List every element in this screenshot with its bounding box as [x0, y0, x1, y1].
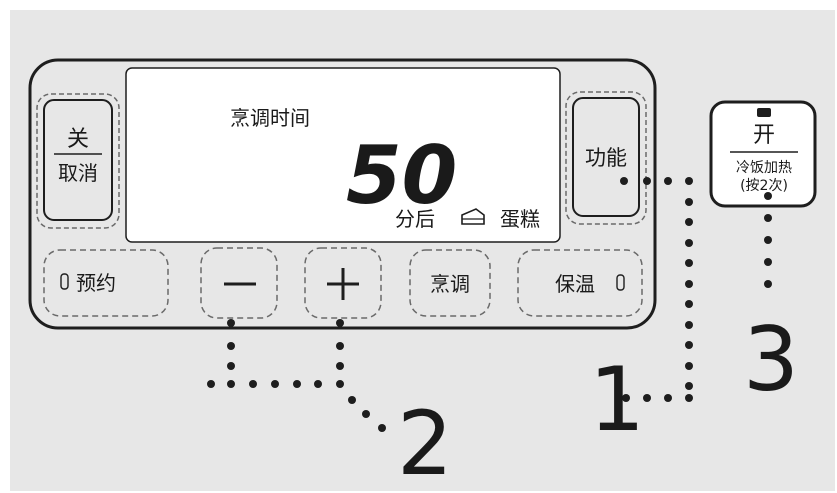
callout-number-1: 1 [589, 348, 645, 451]
callout-number-3: 3 [743, 308, 799, 411]
plus-button[interactable] [304, 247, 382, 319]
function-button[interactable]: 功能 [565, 91, 647, 225]
callout-lines [207, 177, 772, 432]
keep-warm-indicator-light [616, 274, 625, 291]
mode-label: 蛋糕 [500, 207, 540, 231]
start-indicator-light [757, 108, 771, 117]
start-button-label: 开 [753, 123, 775, 148]
cancel-button[interactable]: 关 取消 [36, 93, 120, 229]
reserve-button[interactable]: 预约 [43, 249, 169, 317]
start-button[interactable]: 开 冷饭加热 (按2次) [709, 100, 817, 208]
keep-warm-button[interactable]: 保温 [517, 249, 643, 317]
reserve-button-label: 预约 [76, 271, 116, 295]
function-button-label: 功能 [585, 146, 627, 170]
time-value: 50 [346, 129, 457, 222]
lcd-display [125, 67, 561, 243]
cake-icon [461, 208, 485, 225]
press-twice-label: (按2次) [740, 178, 788, 194]
minutes-after-label: 分后 [395, 207, 435, 231]
cook-time-label: 烹调时间 [230, 106, 310, 130]
cancel-button-cancel-label: 取消 [58, 161, 98, 185]
reserve-indicator-light [60, 273, 69, 290]
cook-button[interactable]: 烹调 [409, 249, 491, 317]
keep-warm-button-label: 保温 [555, 272, 595, 296]
minus-button[interactable] [200, 247, 278, 319]
reheat-rice-label: 冷饭加热 [736, 160, 792, 176]
plus-icon [327, 268, 359, 300]
cancel-button-off-label: 关 [67, 127, 89, 152]
cook-button-label: 烹调 [430, 272, 470, 296]
callout-number-2: 2 [397, 392, 453, 493]
